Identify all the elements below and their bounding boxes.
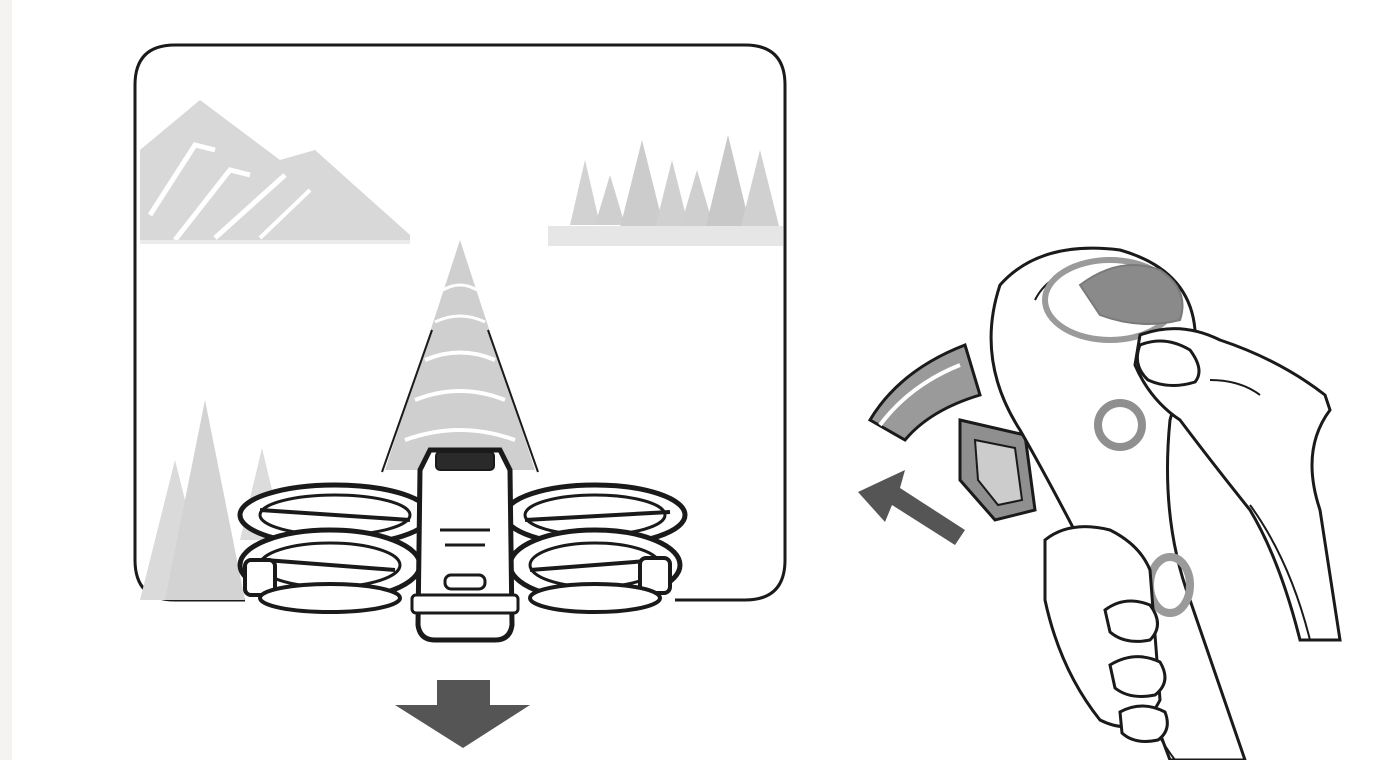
controller-hand-panel [858, 248, 1340, 760]
down-arrow-icon [395, 680, 530, 748]
up-left-arrow-icon [858, 470, 965, 545]
